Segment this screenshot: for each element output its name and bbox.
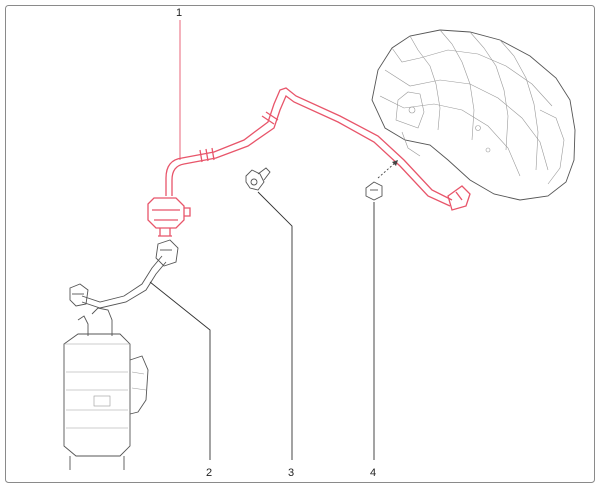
callout-1: 1 [176,7,182,19]
canister[interactable] [63,307,149,470]
grommet[interactable] [365,181,383,201]
callout-2: 2 [206,467,212,479]
intake-manifold[interactable] [371,29,576,201]
leader-lines [149,20,375,460]
arrow-head-icon [392,160,398,166]
diagram-frame [5,5,595,483]
purge-control-hose-assembly[interactable] [147,87,471,237]
hose-clip[interactable] [245,167,271,191]
assembly-direction-arrow [377,161,397,179]
callout-3: 3 [288,467,294,479]
callout-4: 4 [370,467,376,479]
canister-hose[interactable] [69,239,179,309]
